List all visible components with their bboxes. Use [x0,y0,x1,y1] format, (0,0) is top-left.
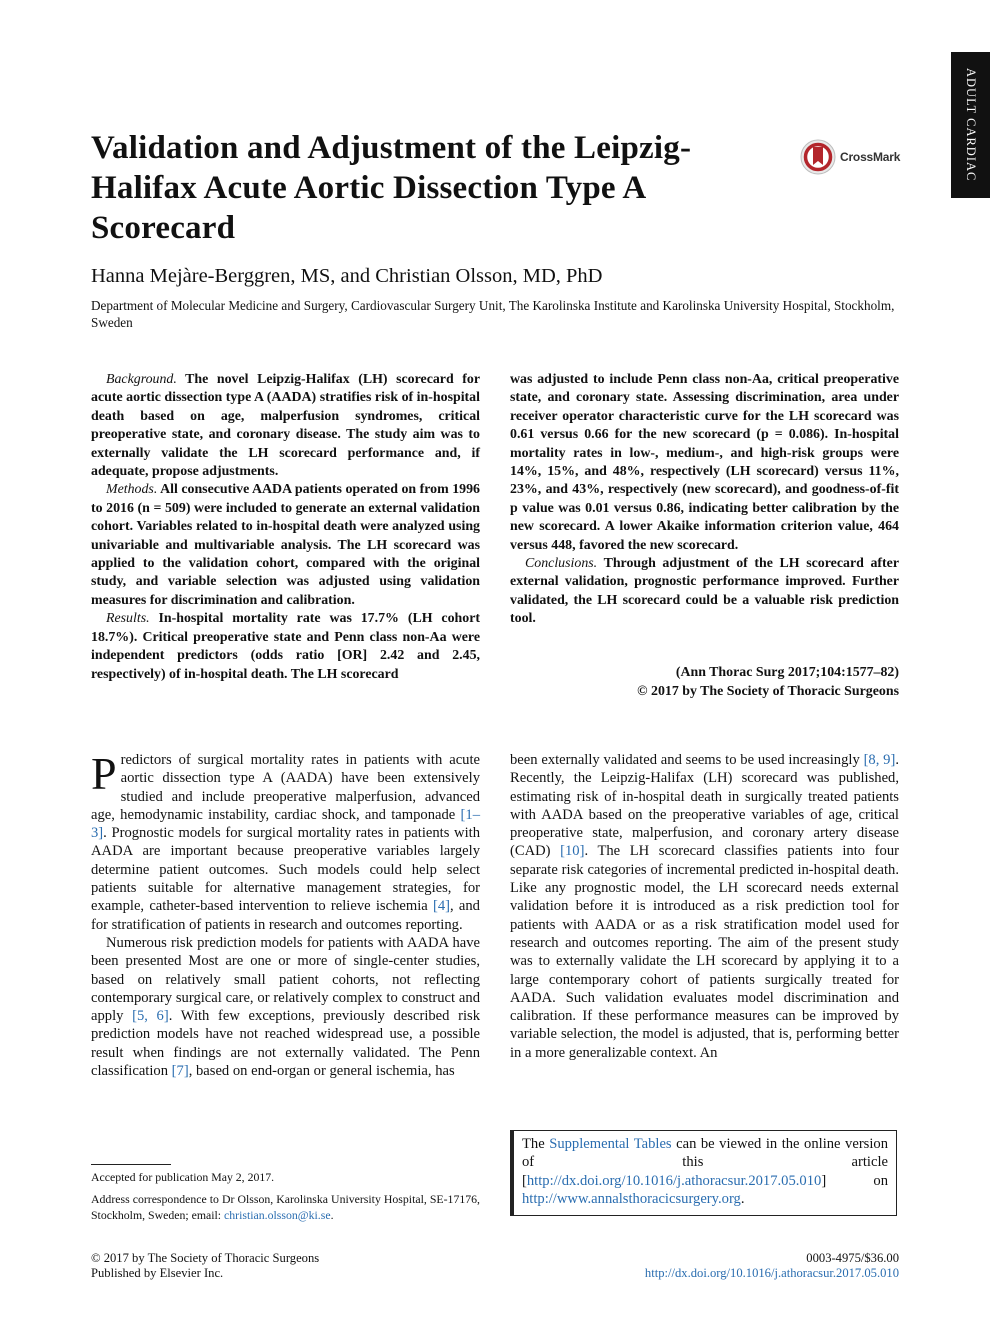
abstract-results-cont: was adjusted to include Penn class non-A… [510,372,899,553]
body-right-column: been externally validated and seems to b… [510,751,899,1062]
text: Address correspondence to Dr Olsson, Kar… [91,1192,480,1222]
text: ] on [821,1172,888,1189]
section-tab-label: ADULT CARDIAC [964,68,978,182]
journal-citation: (Ann Thorac Surg 2017;104:1577–82) [675,665,899,680]
supplemental-box: The Supplemental Tables can be viewed in… [510,1130,897,1216]
body-paragraph-2: Numerous risk prediction models for pati… [91,934,480,1080]
section-tab: ADULT CARDIAC [951,52,990,198]
reference-link[interactable]: [7] [171,1063,189,1080]
email-link[interactable]: christian.olsson@ki.se [224,1207,331,1222]
text: . [330,1207,334,1222]
text: been externally validated and seems to b… [510,752,864,768]
accepted-date: Accepted for publication May 2, 2017. [91,1170,275,1184]
reference-link[interactable]: [4] [432,898,451,915]
text: . The LH scorecard classifies patients i… [510,843,899,1061]
citation: (Ann Thorac Surg 2017;104:1577–82) © 201… [510,664,899,701]
abstract-left-column: Background. The novel Leipzig-Halifax (L… [91,371,480,684]
text: , based on end-organ or general ischemia… [188,1063,455,1080]
crossmark-label: CrossMark [840,150,901,164]
article-doi-link[interactable]: http://dx.doi.org/10.1016/j.athoracsur.2… [526,1172,822,1189]
article-title: Validation and Adjustment of the Leipzig… [91,130,692,246]
footnote-divider [91,1164,171,1165]
crossmark-icon [800,139,836,175]
results-label: Results. [106,611,150,627]
text: , and for stratification of patients in … [91,898,480,933]
text: . Prognostic models for surgical mortali… [91,825,480,915]
text: The [522,1136,550,1152]
abstract-results: Results. In-hospital mortality rate was … [91,610,480,684]
footer-left: © 2017 by The Society of Thoracic Surgeo… [91,1251,319,1281]
footer-publisher: Published by Elsevier Inc. [91,1266,224,1280]
text: redictors of surgical mortality rates in… [91,752,480,823]
methods-label: Methods. [106,482,158,498]
body-paragraph-3: been externally validated and seems to b… [510,751,899,1062]
crossmark-badge[interactable]: CrossMark [800,138,910,176]
reference-link[interactable]: [5, 6] [132,1008,169,1025]
journal-website-link[interactable]: http://www.annalsthoracicsurgery.org [522,1190,741,1207]
conclusions-label: Conclusions. [525,556,598,572]
footer-doi-link[interactable]: http://dx.doi.org/10.1016/j.athoracsur.2… [644,1266,899,1280]
reference-link[interactable]: [10] [560,843,585,860]
affiliation: Department of Molecular Medicine and Sur… [91,298,895,330]
abstract-methods: Methods. All consecutive AADA patients o… [91,481,480,610]
text: . With few exceptions, previously descri… [91,1008,480,1080]
background-text: The novel Leipzig-Halifax (LH) scorecard… [91,372,480,480]
text: can be viewed in the online version of t… [522,1136,889,1189]
authors: Hanna Mejàre-Berggren, MS, and Christian… [91,265,603,287]
text: . [740,1190,745,1207]
footer-right: 0003-4975/$36.00 http://dx.doi.org/10.10… [560,1251,899,1281]
background-label: Background. [106,372,177,387]
reference-link[interactable]: [8, 9] [863,752,896,768]
text: Numerous risk prediction models for pati… [91,934,480,1025]
correspondence-address: Address correspondence to Dr Olsson, Kar… [91,1192,480,1223]
footer-issn: 0003-4975/$36.00 [806,1251,899,1265]
drop-cap: P [91,748,117,799]
abstract-right-column: was adjusted to include Penn class non-A… [510,371,899,629]
text: . Recently, the Leipzig-Halifax (LH) sco… [510,752,899,860]
conclusions-text: Through adjustment of the LH scorecard a… [510,556,899,627]
abstract-background: Background. The novel Leipzig-Halifax (L… [91,371,480,481]
supplemental-tables-link[interactable]: Supplemental Tables [549,1136,672,1152]
footer-copyright: © 2017 by The Society of Thoracic Surgeo… [91,1251,320,1265]
methods-text: All consecutive AADA patients operated o… [91,482,480,608]
abstract-copyright: © 2017 by The Society of Thoracic Surgeo… [637,683,899,699]
results-text: In-hospital mortality rate was 17.7% (LH… [91,611,480,682]
reference-link[interactable]: [1–3] [91,806,480,842]
abstract-conclusions: Conclusions. Through adjustment of the L… [510,555,899,629]
